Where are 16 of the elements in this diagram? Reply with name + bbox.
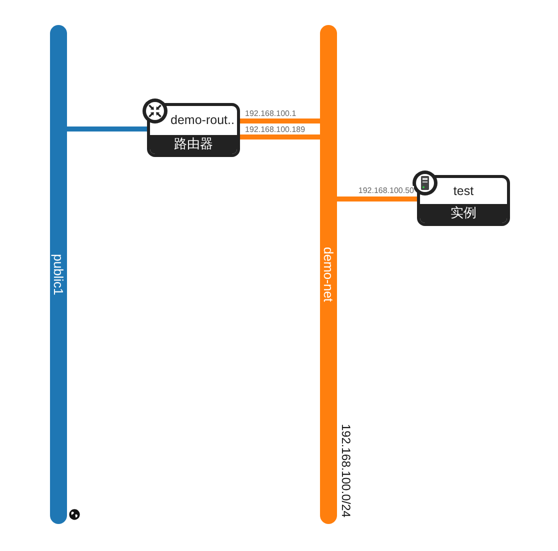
subnet-label: 192.168.100.0/24 xyxy=(338,424,353,518)
type-label: 路由器 xyxy=(150,135,237,154)
network-bar xyxy=(320,25,337,524)
connector-line xyxy=(240,118,320,124)
node-name: demo-rout.. xyxy=(170,113,234,128)
type-label: 实例 xyxy=(420,204,507,223)
network-name: demo-net xyxy=(321,247,336,302)
edge-label: 192.168.100.50 xyxy=(358,186,414,195)
edge-label: 192.168.100.1 xyxy=(245,109,296,118)
connector-line xyxy=(240,134,320,140)
edge-label: 192.168.100.189 xyxy=(245,125,306,134)
network-bar xyxy=(50,25,67,524)
network-name: public1 xyxy=(51,254,66,296)
connector-line xyxy=(67,126,147,132)
node-name: test xyxy=(453,184,474,198)
connector-line xyxy=(337,196,417,202)
